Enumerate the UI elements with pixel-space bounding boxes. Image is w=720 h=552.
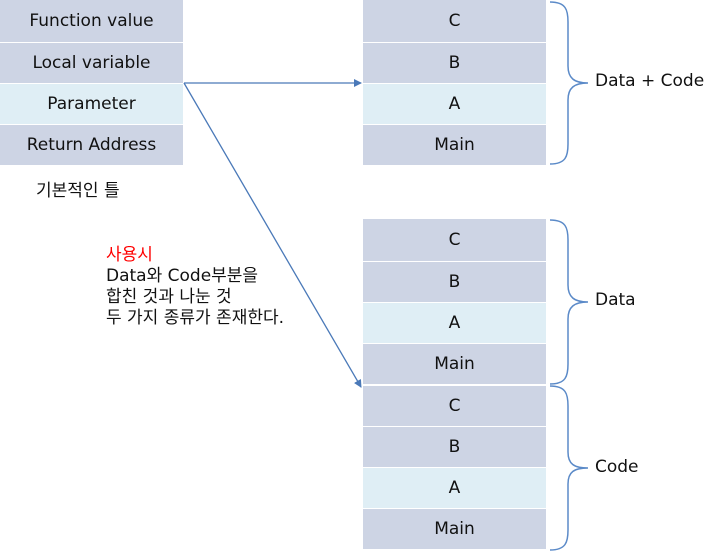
frame-caption: 기본적인 틀 <box>36 181 120 201</box>
usage-note-line-3: 두 가지 종류가 존재한다. <box>106 308 285 328</box>
usage-note-title: 사용시 <box>106 245 153 265</box>
stack3-item-b: B <box>363 426 546 467</box>
brace-code <box>549 385 589 551</box>
stack1-item-b: B <box>363 42 546 83</box>
stack3-item-main: Main <box>363 508 546 549</box>
stack3-brace-label: Code <box>595 457 639 477</box>
stack1-item-main: Main <box>363 124 546 165</box>
usage-note-line-1: Data와 Code부분을 <box>106 266 259 286</box>
stack3-item-c: C <box>363 385 546 426</box>
brace-data <box>549 219 589 385</box>
frame-row-parameter: Parameter <box>0 83 183 124</box>
stack2-item-main: Main <box>363 343 546 384</box>
stack3-item-a: A <box>363 467 546 508</box>
frame-row-return-address: Return Address <box>0 124 183 165</box>
frame-row-function-value: Function value <box>0 0 183 42</box>
arrow-to-split-stack <box>183 82 362 388</box>
stack1-brace-label: Data + Code <box>595 71 705 91</box>
stack2-item-c: C <box>363 219 546 261</box>
usage-note-line-2: 합친 것과 나눈 것 <box>106 287 232 307</box>
stack2-brace-label: Data <box>595 290 636 310</box>
stack2-item-a: A <box>363 302 546 343</box>
frame-row-local-variable: Local variable <box>0 42 183 83</box>
brace-data-code <box>549 1 589 165</box>
stack1-item-c: C <box>363 0 546 42</box>
stack2-item-b: B <box>363 261 546 302</box>
usage-note: 사용시 Data와 Code부분을 합친 것과 나눈 것 두 가지 종류가 존재… <box>106 245 284 329</box>
stack1-item-a: A <box>363 83 546 124</box>
